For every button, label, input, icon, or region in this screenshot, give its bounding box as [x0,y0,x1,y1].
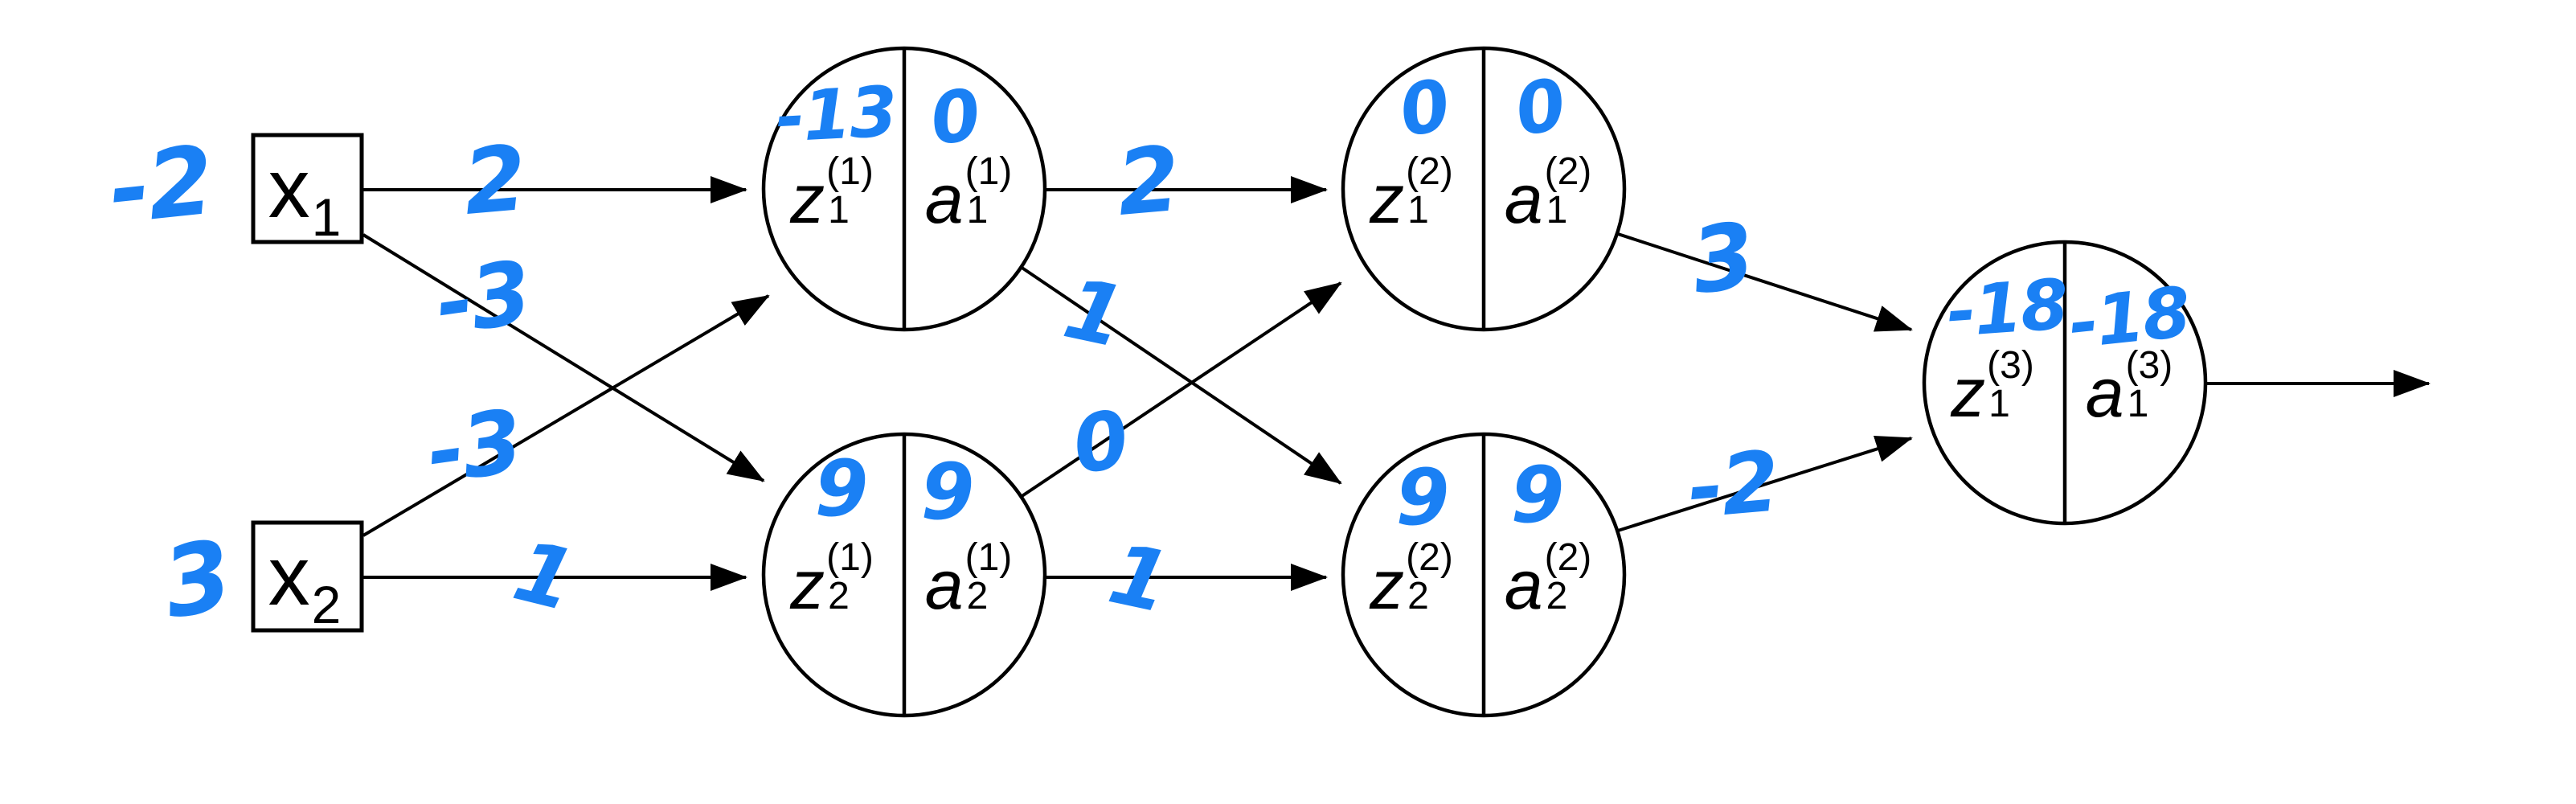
label-a1-layer3: a (3)1 [2085,343,2173,432]
unit-subscript: 1 [1546,189,1568,232]
weight-a2l2-out: -2 [1684,432,1782,538]
layer-superscript: (1) [964,150,1013,193]
value-z2-layer1: 9 [814,444,869,534]
weight-x2-z1: -3 [420,391,528,504]
value-z2-layer2: 9 [1395,453,1450,543]
z-letter: z [1370,161,1405,238]
input-subscript: 2 [311,575,342,634]
unit-subscript: 1 [966,189,989,232]
layer-superscript: (2) [1406,536,1453,579]
weight-a1l1-z1l2: 2 [1112,126,1183,237]
label-z2-layer1: z (1)2 [790,535,874,624]
unit-subscript: 1 [828,189,850,232]
input-box-x2 [251,520,364,633]
layer-superscript: (2) [1544,536,1592,579]
layer-superscript: (1) [826,536,874,579]
label-a2-layer2: a (2)2 [1504,535,1592,624]
z-letter: z [1951,355,1986,432]
label-z1-layer1: z (1)1 [790,149,874,238]
value-z1-layer1: -13 [773,72,899,158]
layer-superscript: (1) [826,150,874,193]
unit-subscript: 2 [1407,575,1429,617]
layer-superscript: (1) [964,536,1013,579]
layer-superscript: (3) [2125,344,2173,387]
label-a2-layer1: a (1)2 [924,535,1013,624]
a-letter: a [924,161,964,238]
unit-subscript: 2 [966,575,989,617]
a-letter: a [2085,355,2124,432]
a-letter: a [924,547,964,624]
edge-x1-z2 [362,233,765,482]
z-letter: z [790,161,825,238]
value-a1-layer1: 0 [925,72,985,162]
edge-a2l1-z1l2 [1019,281,1342,498]
layer-superscript: (3) [1987,344,2034,387]
unit-subscript: 1 [1988,383,2010,425]
input-value-x1: -2 [104,124,218,246]
label-z2-layer2: z (2)2 [1370,535,1453,624]
edge-a1l1-z2l2 [1019,265,1342,485]
z-letter: z [1370,547,1405,624]
weight-a1l2-out: 3 [1685,203,1760,315]
value-a2-layer1: 9 [920,447,975,537]
unit-subscript: 1 [1407,189,1429,232]
layer-superscript: (2) [1406,150,1453,193]
weight-x1-z1: 2 [459,125,530,236]
label-a1-layer1: a (1)1 [924,149,1013,238]
edge-a1l2-out [1617,232,1913,332]
input-letter: x [268,530,310,624]
label-z1-layer2: z (2)1 [1370,149,1453,238]
input-box-x1 [251,133,364,244]
edge-x2-z1 [362,294,770,537]
edge-a2l2-out [1617,436,1913,532]
layer-superscript: (2) [1544,150,1592,193]
a-letter: a [1504,161,1543,238]
z-letter: z [790,547,825,624]
input-letter: x [268,142,310,236]
label-z1-layer3: z (3)1 [1951,343,2034,432]
a-letter: a [1504,547,1543,624]
unit-subscript: 2 [1546,575,1568,617]
unit-subscript: 2 [828,575,850,617]
input-subscript: 1 [311,187,342,247]
label-a1-layer2: a (2)1 [1504,149,1592,238]
value-a2-layer2: 9 [1510,450,1565,540]
value-z1-layer3: -18 [1944,264,2070,354]
weight-x1-z2: -3 [429,242,537,355]
unit-subscript: 1 [2127,383,2149,425]
